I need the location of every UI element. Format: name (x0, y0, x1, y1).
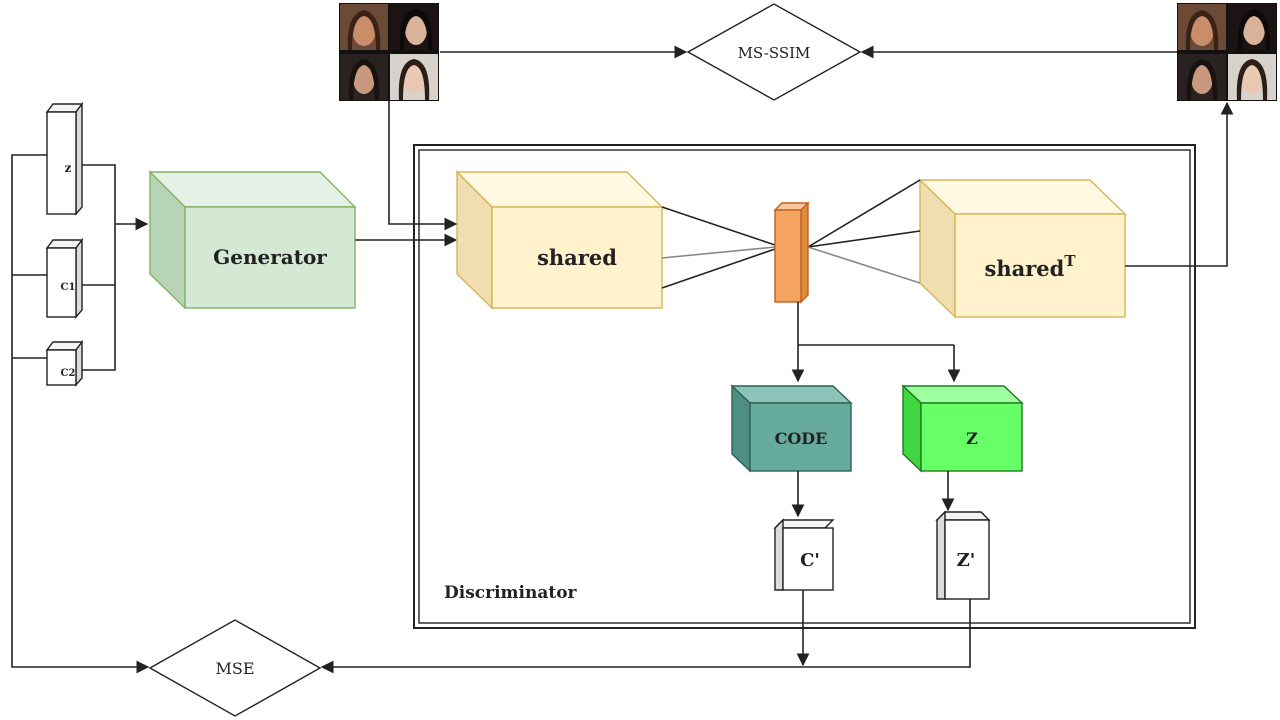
input-c1-vector: C1 (45, 237, 84, 319)
mse-loss-node: MSE (148, 619, 322, 717)
face-image (390, 54, 438, 100)
z-prime-label: Z' (957, 550, 976, 571)
input-c2-label: C2 (61, 368, 76, 379)
shared-transpose-label: sharedT (985, 252, 1077, 281)
face-image (340, 54, 388, 100)
ms-ssim-loss-node: MS-SSIM (686, 3, 862, 101)
discriminator-container: Discriminator (413, 144, 1196, 629)
image-connectors (388, 45, 1234, 267)
reconstructed-images-grid (1177, 3, 1277, 101)
face-image (1228, 54, 1276, 100)
face-image (1228, 4, 1276, 50)
latent-connection-lines (661, 179, 921, 289)
shared-transpose-block: sharedT (918, 178, 1127, 319)
c-prime-label: C' (800, 550, 820, 571)
input-c2-vector: C2 (45, 339, 84, 387)
mse-label: MSE (215, 659, 254, 678)
input-c1-label: C1 (61, 282, 76, 293)
real-images-grid (339, 3, 439, 101)
input-z-vector: z (45, 101, 84, 216)
latent-vector (773, 201, 810, 304)
mse-connectors (11, 154, 971, 674)
discriminator-label: Discriminator (444, 583, 578, 603)
z-head-block: Z (901, 384, 1024, 473)
code-head-block: CODE (730, 384, 853, 473)
shared-label: shared (537, 245, 617, 270)
generator-block: Generator (148, 170, 357, 310)
input-to-generator-connectors (82, 164, 149, 371)
face-image (340, 4, 388, 50)
input-z-label: z (65, 161, 72, 175)
latent-to-heads-connectors (791, 302, 961, 383)
face-image (390, 4, 438, 50)
z-head-label: Z (966, 429, 978, 448)
c-prime-vector: C' (773, 518, 835, 591)
face-image (1178, 54, 1226, 100)
shared-block: shared (455, 170, 664, 310)
generator-label: Generator (213, 245, 327, 269)
z-prime-vector: Z' (935, 510, 991, 600)
face-image (1178, 4, 1226, 50)
ms-ssim-label: MS-SSIM (738, 44, 811, 62)
code-label: CODE (775, 429, 828, 448)
